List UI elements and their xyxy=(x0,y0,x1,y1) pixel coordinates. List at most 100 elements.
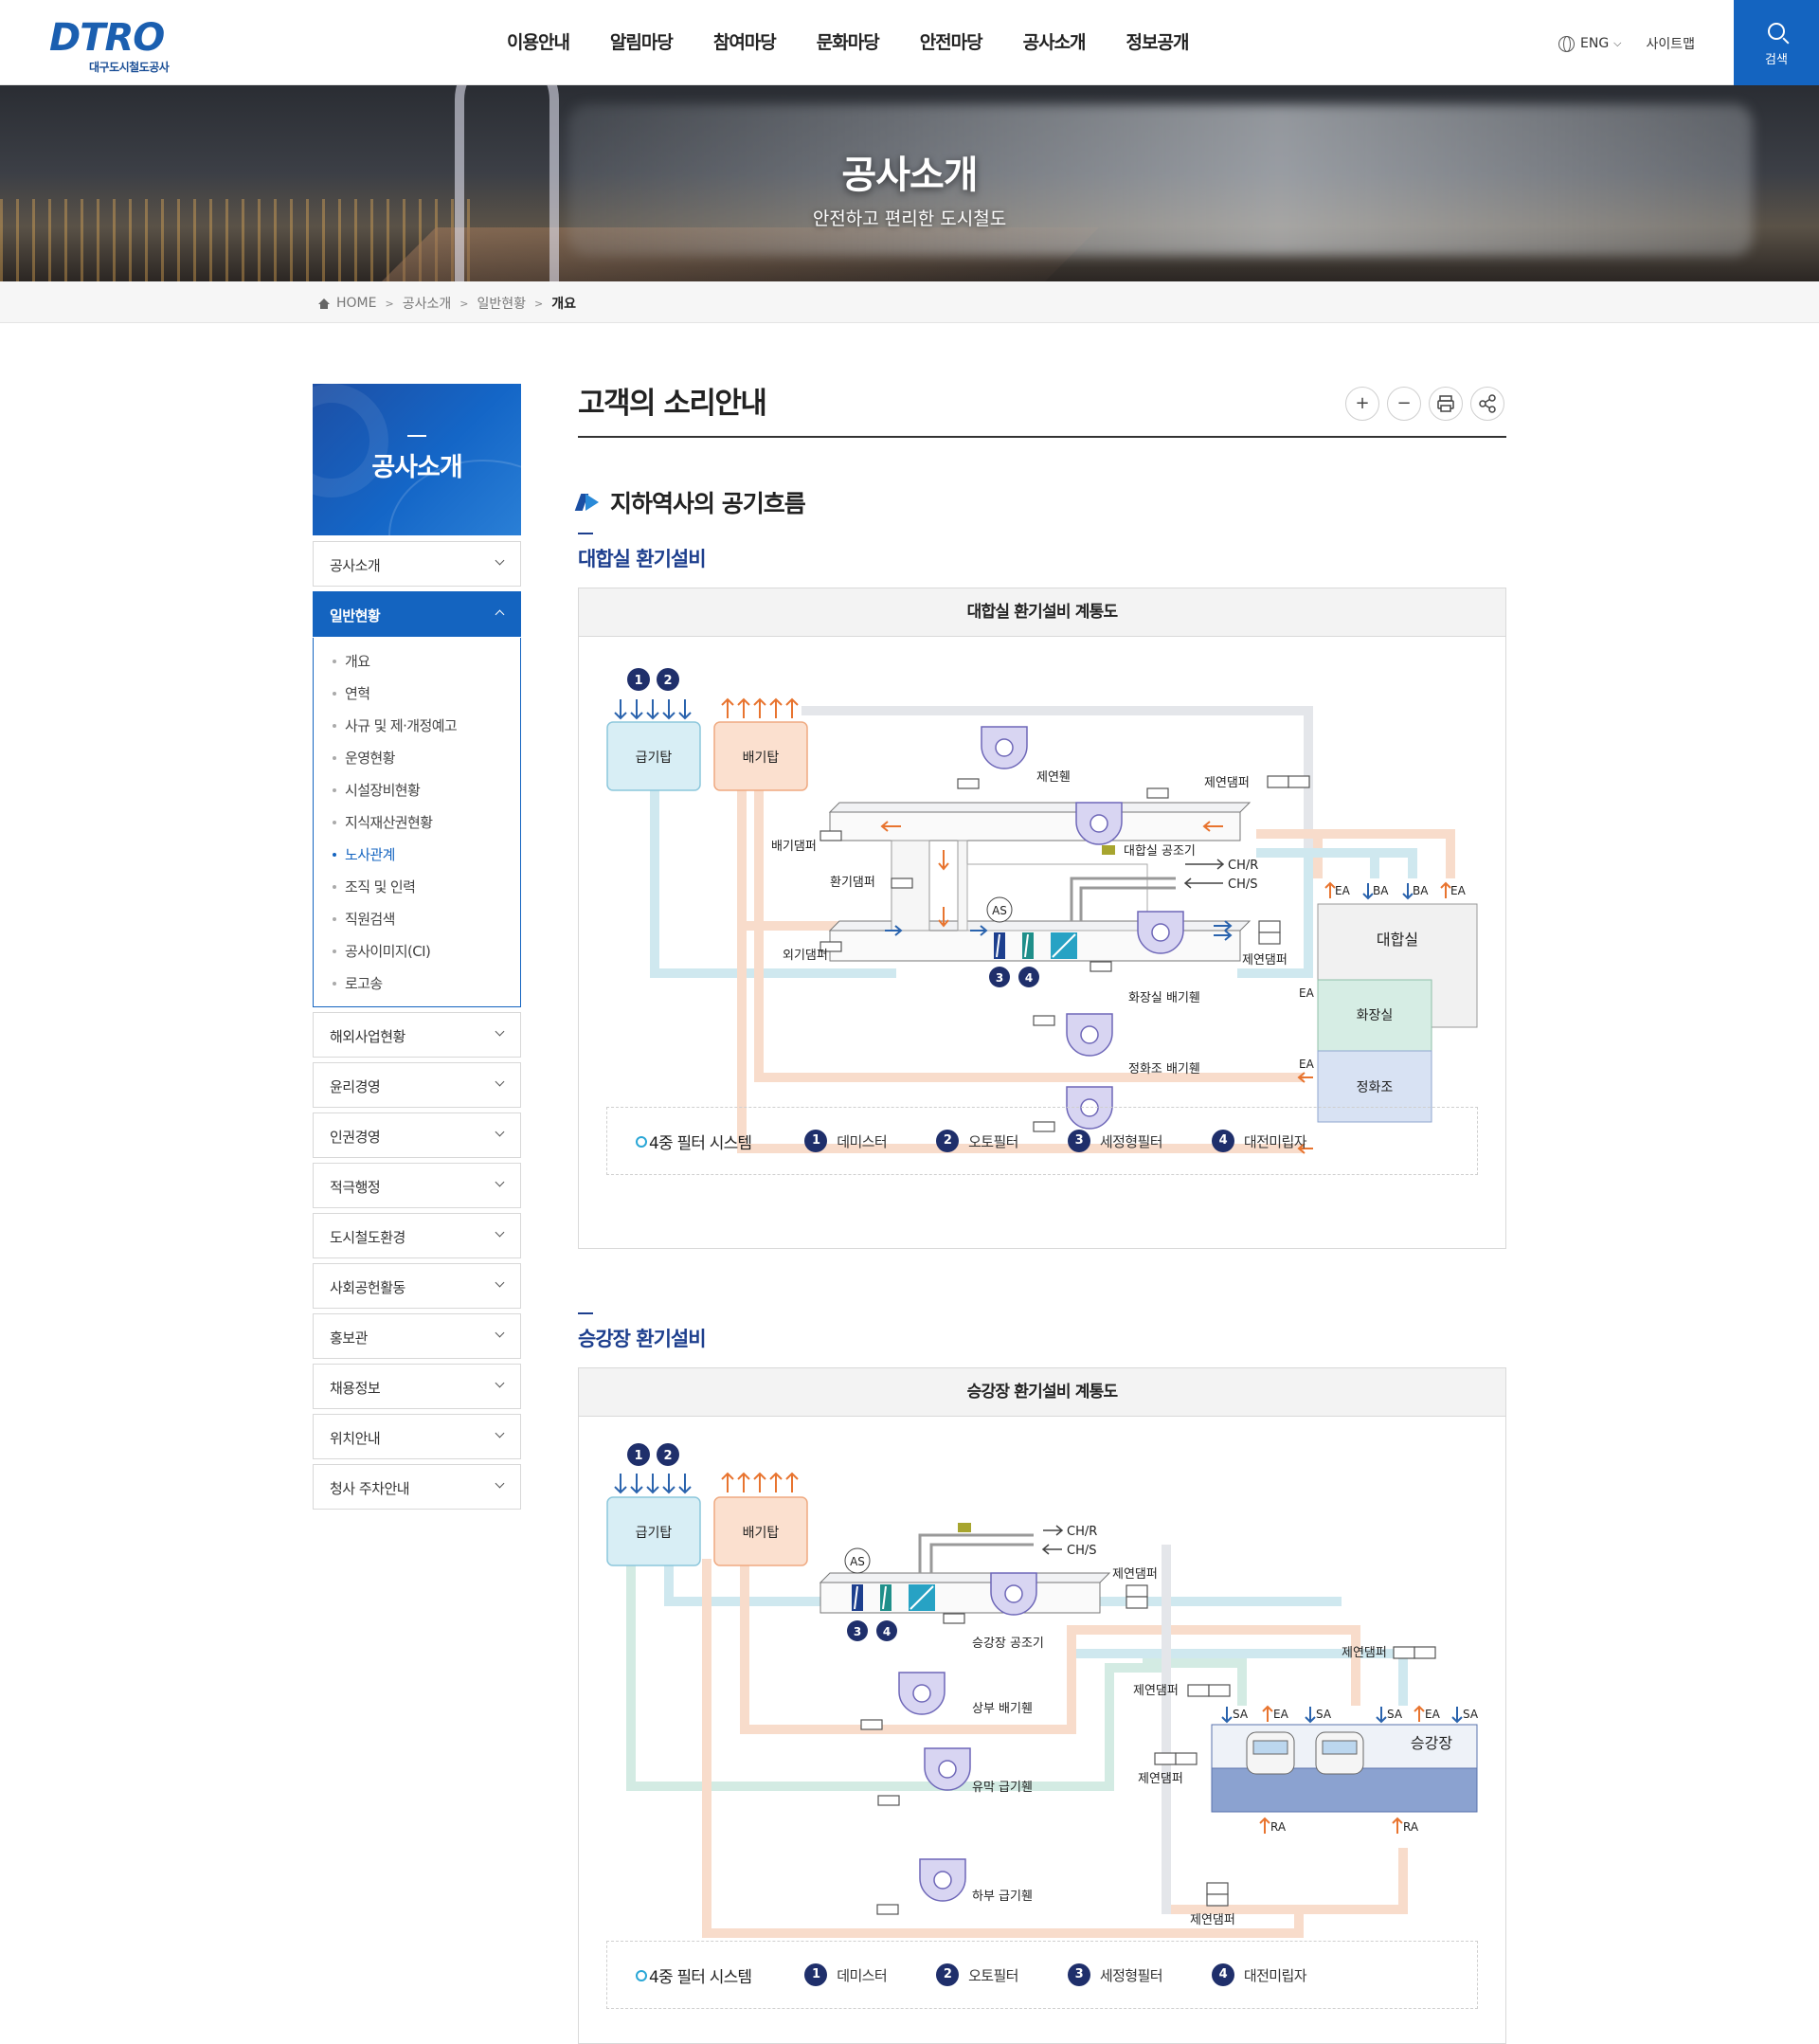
search-button[interactable]: 검색 xyxy=(1734,0,1819,85)
nav-item-about[interactable]: 공사소개 xyxy=(1022,32,1087,53)
print-button[interactable] xyxy=(1429,387,1463,421)
smoke-damper-label: 제연댐퍼 xyxy=(1190,1913,1235,1927)
filter-badge-1: 1 xyxy=(634,1449,642,1463)
legend-label: 데미스터 xyxy=(837,1966,888,1984)
septic-label: 정화조 xyxy=(1357,1080,1394,1095)
breadcrumb-item[interactable]: 일반현황 xyxy=(477,297,526,312)
nav-item-disclosure[interactable]: 정보공개 xyxy=(1126,32,1190,53)
chevron-down-icon xyxy=(495,1227,505,1238)
breadcrumb-bar: HOME > 공사소개 > 일반현황 > 개요 xyxy=(0,281,1819,323)
sidebar-item-proactive[interactable]: 적극행정 xyxy=(313,1163,521,1208)
sa-label: SA xyxy=(1316,1708,1332,1721)
nav-item-notice[interactable]: 알림마당 xyxy=(609,32,674,53)
sidebar-item-human-rights[interactable]: 인권경영 xyxy=(313,1112,521,1158)
language-selector[interactable]: ENG ⌵ xyxy=(1558,35,1622,52)
section-heading-text: 지하역사의 공기흐름 xyxy=(610,490,806,517)
submenu-item[interactable]: 연혁 xyxy=(314,681,520,714)
chevron-up-icon xyxy=(495,609,505,620)
hero-banner: 공사소개 안전하고 편리한 도시철도 xyxy=(0,85,1819,281)
page-title: 고객의 소리안내 xyxy=(578,387,767,421)
sidebar-item-recruit[interactable]: 채용정보 xyxy=(313,1364,521,1409)
breadcrumb-home[interactable]: HOME xyxy=(336,296,377,311)
share-button[interactable] xyxy=(1470,387,1504,421)
search-label: 검색 xyxy=(1765,53,1788,67)
zoom-out-button[interactable]: − xyxy=(1387,387,1421,421)
minus-icon: − xyxy=(1396,393,1412,413)
zoom-in-button[interactable]: + xyxy=(1345,387,1379,421)
submenu-item[interactable]: 개요 xyxy=(314,649,520,681)
submenu-item[interactable]: 직원검색 xyxy=(314,907,520,939)
sidebar-item-label: 사회공헌활동 xyxy=(330,1279,405,1296)
page-tools: + − xyxy=(1345,387,1504,421)
subsection-heading-concourse: 대합실 환기설비 xyxy=(578,533,707,572)
hero-subtitle: 안전하고 편리한 도시철도 xyxy=(812,208,1007,229)
legend-label: 오토필터 xyxy=(968,1966,1018,1984)
legend-number: 3 xyxy=(1067,1130,1090,1152)
diagram-panel-concourse: 대합실 환기설비 계통도 급기탑 배기탑 1 2 xyxy=(578,588,1506,1249)
concourse-ventilation-diagram: 급기탑 배기탑 1 2 AS 3 4 CH/R CH/S 대합실 공조 xyxy=(606,668,1478,1154)
submenu-item[interactable]: 지식재산권현황 xyxy=(314,810,520,842)
sidebar-item-ethics[interactable]: 윤리경영 xyxy=(313,1062,521,1108)
supply-tower-icon xyxy=(606,1496,701,1566)
submenu-item[interactable]: 운영현황 xyxy=(314,746,520,778)
subsection-heading-platform: 승강장 환기설비 xyxy=(578,1312,707,1352)
sidebar-item-social[interactable]: 사회공헌활동 xyxy=(313,1263,521,1309)
chevron-down-icon xyxy=(495,1277,505,1288)
nav-item-usage[interactable]: 이용안내 xyxy=(507,32,570,53)
legend-label: 오토필터 xyxy=(968,1132,1018,1150)
submenu-item[interactable]: 로고송 xyxy=(314,971,520,1004)
submenu-item[interactable]: 시설장비현황 xyxy=(314,778,520,810)
outside-damper-label: 외기댐퍼 xyxy=(783,949,828,963)
chevron-down-icon xyxy=(495,555,505,566)
chevron-down-icon xyxy=(495,1177,505,1187)
sidebar-item-overseas[interactable]: 해외사업현황 xyxy=(313,1012,521,1058)
sidebar-item-label: 해외사업현황 xyxy=(330,1028,405,1045)
smoke-damper-label: 제연댐퍼 xyxy=(1138,1772,1183,1786)
sidebar-item-about[interactable]: 공사소개 xyxy=(313,541,521,587)
language-label: ENG xyxy=(1580,36,1610,51)
legend-number: 4 xyxy=(1211,1130,1234,1152)
filter-badge-3: 3 xyxy=(854,1625,861,1638)
smoke-damper-label: 제연댐퍼 xyxy=(1342,1646,1387,1660)
sidebar-item-label: 윤리경영 xyxy=(330,1078,381,1095)
chr-label: CH/R xyxy=(1228,859,1258,873)
upper-fan-label: 상부 배기휀 xyxy=(972,1702,1033,1716)
legend-label: 세정형필터 xyxy=(1099,1966,1163,1984)
ba-label: BA xyxy=(1413,884,1429,897)
breadcrumb-item[interactable]: 공사소개 xyxy=(402,297,452,312)
ea-label: EA xyxy=(1299,1058,1315,1071)
legend-label: 세정형필터 xyxy=(1099,1132,1163,1150)
chevron-down-icon xyxy=(495,1478,505,1489)
legend-number: 2 xyxy=(936,1130,960,1152)
chs-label: CH/S xyxy=(1228,877,1257,892)
concourse-label: 대합실 xyxy=(1377,931,1418,949)
section-heading: 지하역사의 공기흐름 xyxy=(578,485,806,519)
nav-item-culture[interactable]: 문화마당 xyxy=(816,32,880,53)
sidebar-item-environment[interactable]: 도시철도환경 xyxy=(313,1213,521,1258)
sidebar-item-location[interactable]: 위치안내 xyxy=(313,1414,521,1459)
sidebar-header: 공사소개 xyxy=(313,384,521,535)
submenu-item-active[interactable]: 노사관계 xyxy=(314,842,520,875)
nav-item-safety[interactable]: 안전마당 xyxy=(919,32,983,53)
sidebar-item-general[interactable]: 일반현황 xyxy=(313,591,521,637)
submenu-item[interactable]: 사규 및 제·개정예고 xyxy=(314,714,520,746)
submenu-item[interactable]: 공사이미지(CI) xyxy=(314,939,520,971)
submenu-item[interactable]: 조직 및 인력 xyxy=(314,875,520,907)
sidebar-item-pr[interactable]: 홍보관 xyxy=(313,1313,521,1359)
nav-item-participate[interactable]: 참여마당 xyxy=(712,32,777,53)
ra-label: RA xyxy=(1403,1820,1419,1834)
sidebar-item-label: 적극행정 xyxy=(330,1179,381,1196)
lower-fan-label: 하부 급기휀 xyxy=(972,1890,1033,1904)
smoke-damper-label: 제연댐퍼 xyxy=(1112,1567,1158,1582)
sa-label: SA xyxy=(1387,1708,1403,1721)
site-logo[interactable]: DTRO 대구도시철도공사 xyxy=(49,19,191,74)
toilet-label: 화장실 xyxy=(1357,1008,1394,1023)
sitemap-link[interactable]: 사이트맵 xyxy=(1646,37,1696,52)
sidebar-item-parking[interactable]: 청사 주차안내 xyxy=(313,1464,521,1510)
